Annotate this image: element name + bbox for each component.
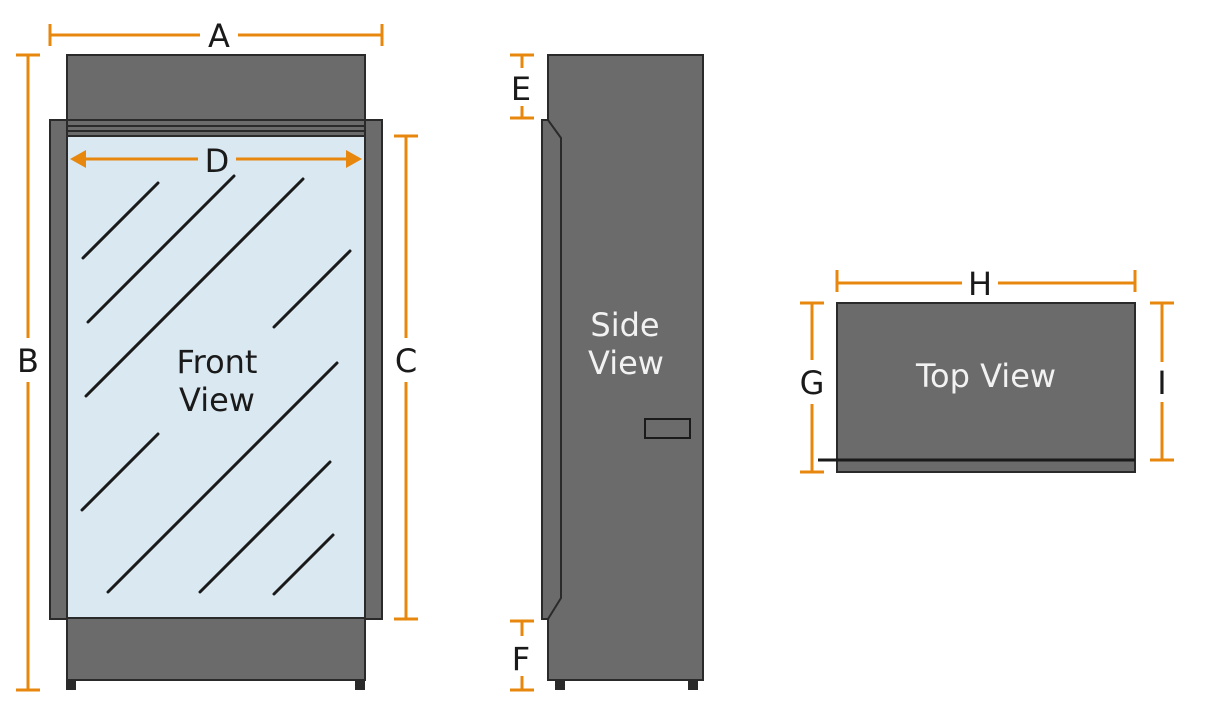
dimension-h-label: H bbox=[968, 265, 992, 303]
side-cabinet-body bbox=[547, 54, 704, 681]
dimension-a-line bbox=[48, 24, 384, 46]
side-foot-left bbox=[555, 680, 565, 690]
front-view: Front View bbox=[49, 54, 383, 690]
front-view-label-line2: View bbox=[179, 381, 255, 419]
dimension-c-line bbox=[394, 134, 418, 621]
side-view-label-line2: View bbox=[588, 344, 664, 382]
side-view-label-line1: Side bbox=[590, 306, 659, 344]
top-view: Top View bbox=[818, 302, 1136, 473]
side-foot-right bbox=[688, 680, 698, 690]
top-view-label: Top View bbox=[915, 357, 1056, 395]
side-handle bbox=[644, 418, 691, 439]
dimension-b-label: B bbox=[17, 342, 39, 380]
glass-reflection-lines bbox=[80, 174, 352, 596]
front-top-header bbox=[66, 54, 366, 124]
dimension-d-label: D bbox=[205, 142, 230, 180]
front-frame-right bbox=[364, 119, 383, 620]
dimension-i-label: I bbox=[1157, 364, 1166, 402]
dimension-i-line bbox=[1150, 301, 1174, 462]
top-cabinet-body bbox=[836, 302, 1136, 473]
front-bottom-base bbox=[66, 617, 366, 681]
dimension-h-line bbox=[835, 270, 1137, 292]
dimension-e-label: E bbox=[511, 70, 531, 108]
front-foot-right bbox=[355, 680, 365, 690]
dimension-c-label: C bbox=[395, 342, 417, 380]
front-view-label-line1: Front bbox=[177, 343, 258, 381]
dimension-a-label: A bbox=[208, 17, 230, 55]
dimension-g-label: G bbox=[800, 364, 825, 402]
dimension-labels: A B C D E F G H I bbox=[17, 17, 1167, 678]
dimension-e-line bbox=[510, 53, 534, 120]
front-glass-panel bbox=[66, 135, 366, 619]
side-door-profile bbox=[541, 119, 562, 620]
dimension-d-line bbox=[70, 150, 362, 168]
front-frame-left bbox=[49, 119, 68, 620]
dimension-f-label: F bbox=[512, 640, 530, 678]
dimension-b-line bbox=[16, 53, 40, 692]
side-view: Side View bbox=[541, 54, 704, 690]
front-foot-left bbox=[66, 680, 76, 690]
front-door-top-trim bbox=[66, 119, 366, 137]
dimension-g-line bbox=[800, 301, 824, 474]
dimension-lines bbox=[16, 24, 1174, 692]
dimension-f-line bbox=[510, 619, 534, 692]
